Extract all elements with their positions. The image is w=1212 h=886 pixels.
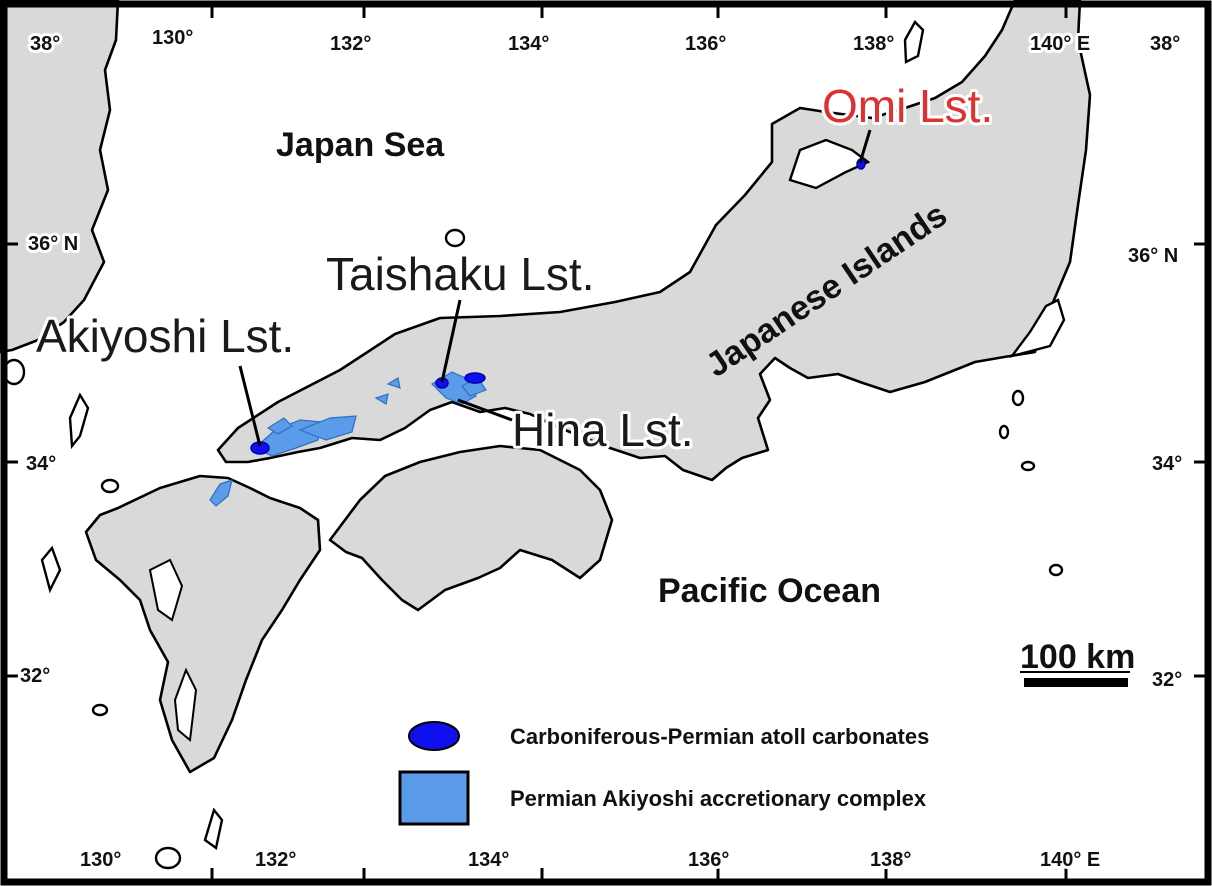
island [68,392,90,450]
leader-taishaku [440,299,462,383]
ariake-sea [148,558,184,622]
lon-tick-top: 38° [1150,33,1180,55]
lon-tick-bottom: 130° [80,849,121,871]
island [444,228,466,248]
accretionary-patch [266,417,293,435]
lon-tick-top: 38° [30,33,60,55]
label-akiyoshi: Akiyoshi Lst. [36,310,294,362]
lat-tick-right: 36° N [1128,245,1178,267]
lon-tick-top: 130° [152,27,193,49]
lon-tick-bottom: 140° E [1040,849,1100,871]
island [154,846,182,870]
island [100,478,120,494]
island [998,424,1010,440]
frame-ticks [4,4,1208,882]
atoll-hina [464,372,486,384]
lat-tick-left: 34° [26,453,56,475]
label-japan-sea: Japan Sea [276,126,445,164]
lat-tick-left: 32° [20,665,50,687]
lon-tick-top: 138° [853,33,894,55]
lon-tick-top: 140° E [1030,33,1090,55]
legend-label-accretionary: Permian Akiyoshi accretionary complex [510,786,927,811]
leader-hina [457,398,513,422]
kagoshima-bay [173,667,198,742]
legend-label-atoll: Carboniferous-Permian atoll carbonates [510,724,929,749]
legend-swatch-accretionary [398,770,470,826]
lon-tick-top: 132° [330,33,371,55]
lon-tick-top: 134° [508,33,549,55]
land-shikoku [328,444,614,612]
lon-tick-bottom: 138° [870,849,911,871]
lon-tick-bottom: 136° [688,849,729,871]
noto-bay [788,138,871,190]
island [203,807,224,851]
island [40,545,62,594]
island [1011,389,1025,407]
scale-bar-label: 100 km [1020,638,1135,676]
lat-tick-right: 34° [1152,453,1182,475]
lon-tick-bottom: 132° [255,849,296,871]
island [91,703,109,717]
island [1048,563,1064,577]
tokyo-bay [1008,298,1066,359]
accretionary-patch [298,415,357,441]
accretionary-patch [374,393,389,405]
island [903,20,925,64]
accretionary-patch [209,479,233,507]
leader-omi [858,129,872,164]
leader-akiyoshi [238,365,262,447]
lon-tick-top: 136° [685,33,726,55]
legend-swatch-atoll [408,721,460,751]
accretionary-patch [386,377,401,389]
scale-bar [1024,678,1128,687]
lat-tick-right: 32° [1152,669,1182,691]
land-korea [0,0,120,354]
label-omi: Omi Lst. [822,80,993,132]
land-kyushu [84,474,322,774]
label-pacific-ocean: Pacific Ocean [658,572,881,610]
lon-tick-bottom: 134° [468,849,509,871]
label-hina: Hina Lst. [512,404,694,456]
island [1020,460,1036,472]
label-taishaku: Taishaku Lst. [326,248,594,300]
lat-tick-left: 36° N [28,233,78,255]
